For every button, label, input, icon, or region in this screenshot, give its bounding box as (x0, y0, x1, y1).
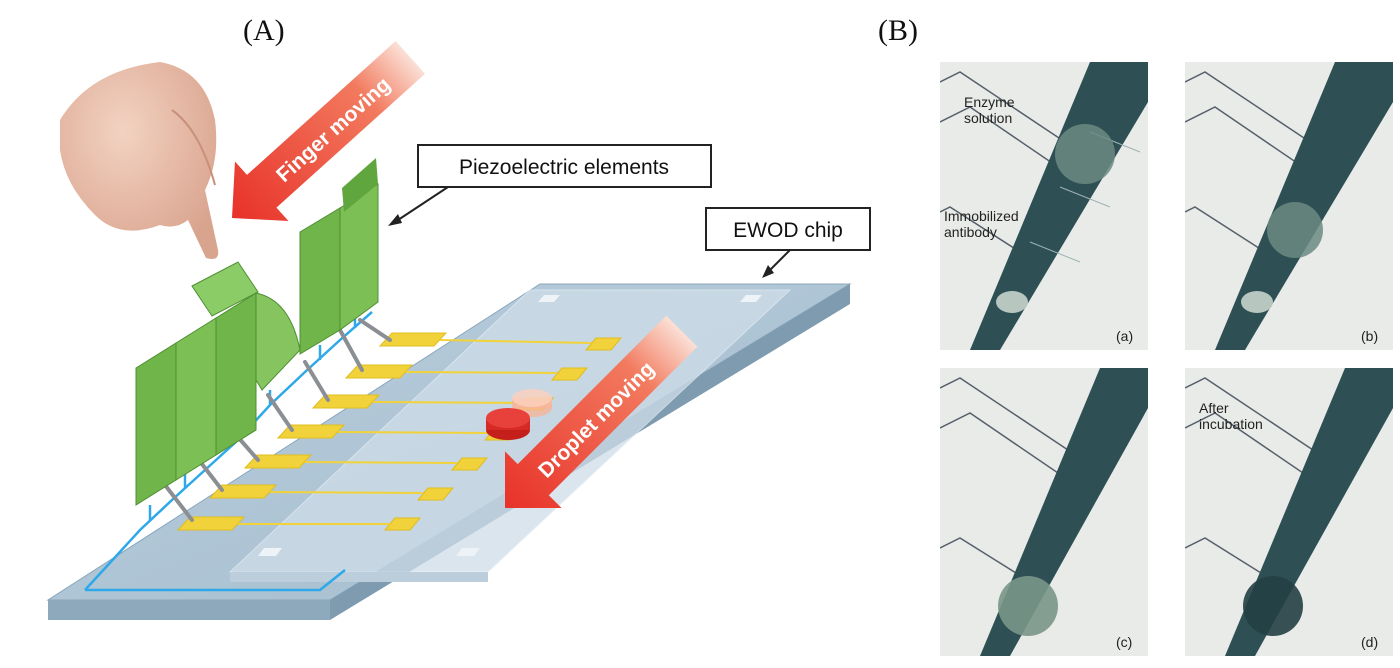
subfigure-label-b: (b) (1361, 328, 1379, 344)
finger-moving-arrow: Finger moving (232, 41, 426, 221)
subfigure-label-c: (c) (1116, 634, 1133, 650)
piezo-label: Piezoelectric elements (459, 156, 669, 179)
droplet (486, 389, 552, 440)
panel-label-a: (A) (243, 14, 285, 47)
piezoelectric-elements (135, 158, 379, 506)
piezo-callout: Piezoelectric elements (388, 144, 712, 226)
subfigure-label-a: (a) (1116, 328, 1134, 344)
ewod-label: EWOD chip (733, 219, 843, 242)
panel-label-b: (B) (878, 14, 918, 47)
photo-c: (c) (940, 368, 1148, 656)
ewod-piezo-schematic: Finger moving Droplet moving Piezoelectr… (46, 41, 871, 620)
subfigure-label-d: (d) (1361, 634, 1379, 650)
hand-image (60, 62, 219, 259)
photo-b: (b) (1185, 62, 1393, 350)
ewod-callout: EWOD chip (705, 207, 871, 278)
